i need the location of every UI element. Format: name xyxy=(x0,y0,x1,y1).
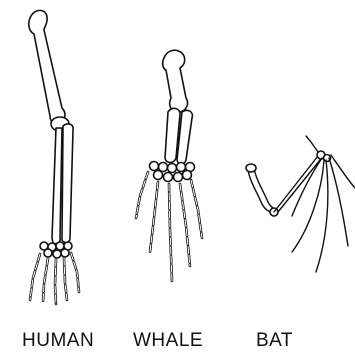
bat-wing-digits xyxy=(292,155,355,272)
bat-thumb xyxy=(306,136,318,152)
human-forelimb xyxy=(29,10,79,304)
whale-humerus xyxy=(163,50,188,112)
bat-shoulder xyxy=(246,164,256,172)
label-bat: BAT xyxy=(256,330,293,352)
human-fingers xyxy=(30,253,79,304)
bat-forelimb xyxy=(246,136,355,272)
whale-forelimb xyxy=(136,50,202,282)
bat-forearm xyxy=(274,156,318,212)
human-carpals xyxy=(40,242,72,258)
human-humerus xyxy=(29,10,65,123)
bat-humerus xyxy=(248,170,274,214)
label-whale: WHALE xyxy=(133,330,203,352)
human-radius xyxy=(52,128,62,244)
human-ulna xyxy=(62,124,73,243)
label-human: HUMAN xyxy=(22,330,94,352)
whale-digits xyxy=(136,172,202,282)
whale-carpals xyxy=(150,162,195,182)
